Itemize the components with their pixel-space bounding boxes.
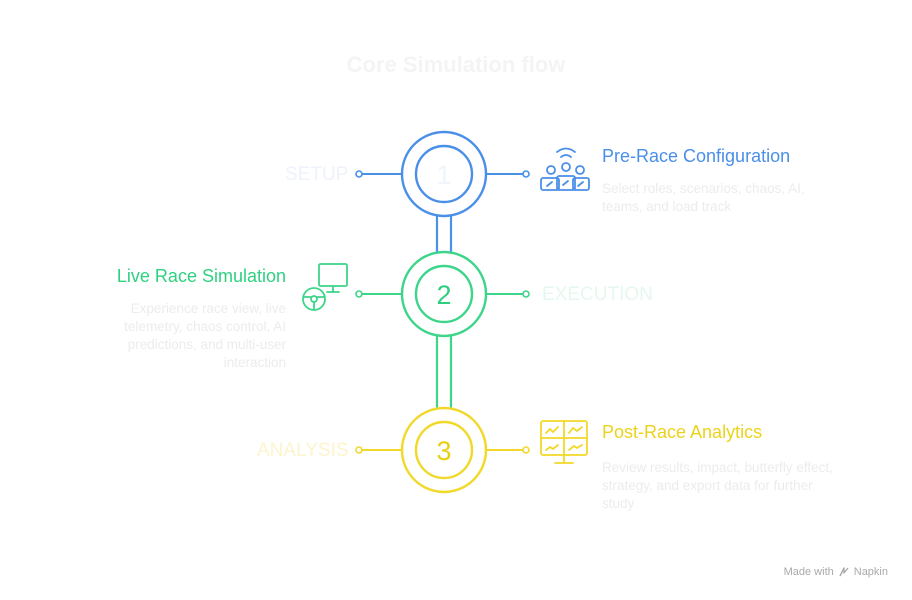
analytics-dashboard-icon bbox=[540, 420, 588, 464]
watermark-brand: Napkin bbox=[853, 566, 888, 578]
step-3-heading: Post-Race Analytics bbox=[602, 422, 763, 442]
step-2-heading: Live Race Simulation bbox=[116, 266, 286, 286]
stage-label-setup: SETUP bbox=[285, 164, 349, 185]
step-2-node: 2 bbox=[355, 250, 530, 338]
diagram-title: Core Simulation flow bbox=[346, 52, 566, 77]
step-1-number: 1 bbox=[436, 160, 451, 190]
stage-label-analysis: ANALYSIS bbox=[257, 440, 349, 461]
steering-wheel-monitor-icon bbox=[302, 263, 348, 311]
step-1-heading: Pre-Race Configuration bbox=[602, 146, 791, 166]
step-3-node: 3 bbox=[355, 406, 530, 494]
step-2-number: 2 bbox=[436, 280, 451, 310]
step-3-description: Review results, impact, butterfly effect… bbox=[602, 460, 833, 511]
step-1-node: 1 bbox=[355, 130, 530, 218]
made-with-napkin-watermark: Made with Napkin bbox=[784, 566, 888, 578]
step-2-description: Experience race view, live telemetry, ch… bbox=[124, 301, 286, 370]
step-1-description: Select roles, scenarios, chaos, AI, team… bbox=[602, 181, 805, 214]
connector-1-2 bbox=[435, 216, 453, 252]
step-3-number: 3 bbox=[436, 436, 451, 466]
stage-label-execution: EXECUTION bbox=[542, 284, 653, 305]
people-signal-icon bbox=[540, 147, 590, 191]
napkin-logo-icon bbox=[839, 567, 849, 577]
watermark-prefix: Made with bbox=[783, 566, 834, 578]
connector-2-3 bbox=[435, 336, 453, 408]
